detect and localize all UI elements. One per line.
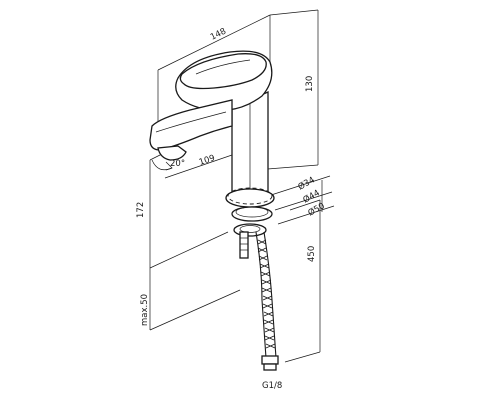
- dim-thread: G1/8: [262, 381, 282, 391]
- dim-109: 109: [198, 153, 217, 168]
- dim-130: 130: [305, 76, 315, 92]
- dim-172: 172: [136, 202, 146, 218]
- dim-450: 450: [307, 246, 317, 262]
- dim-max-50: max.50: [140, 294, 150, 326]
- faucet-body: [149, 50, 273, 199]
- braided-hoses: [255, 231, 279, 371]
- faucet-base: [225, 187, 275, 259]
- dim-spout-angle: 20°: [170, 159, 185, 169]
